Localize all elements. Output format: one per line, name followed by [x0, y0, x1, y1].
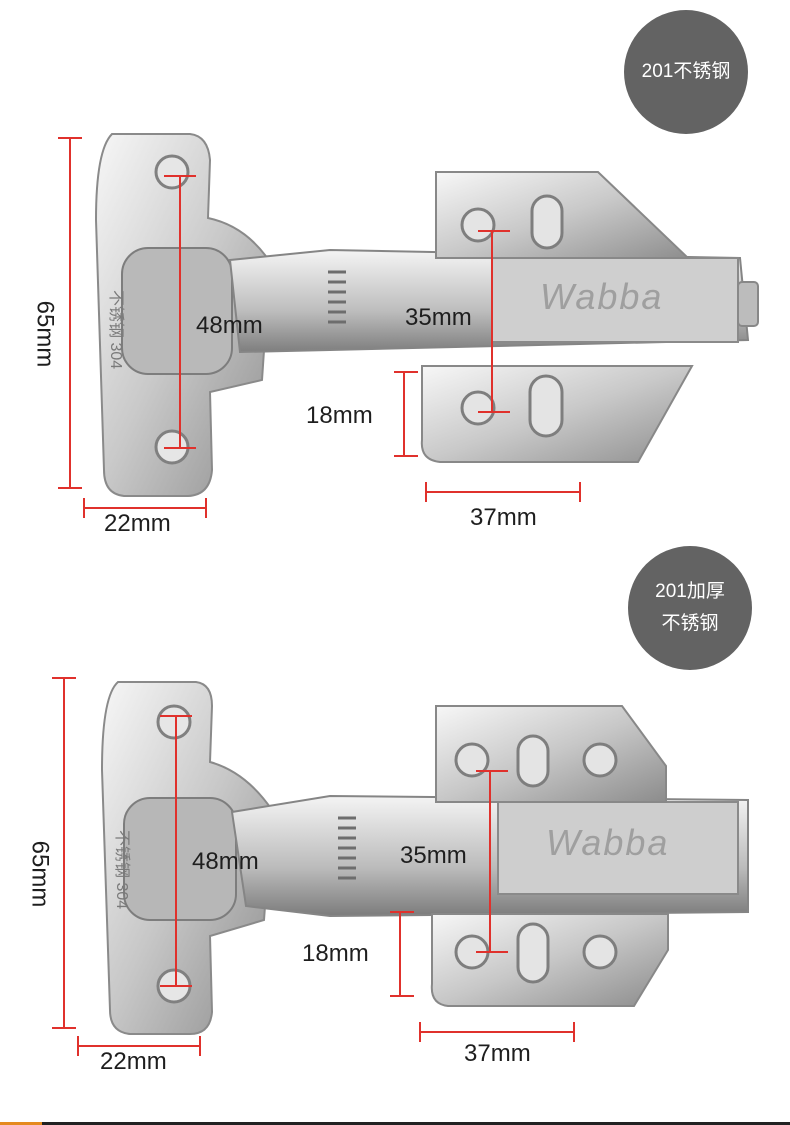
dim-cup-diameter: 48mm	[196, 312, 263, 339]
hinge-panel-201-thick: 201加厚 不锈钢 Wabba 不锈钢 304 65mm 22mm 48mm 3…	[0, 540, 790, 1125]
dim-cup-to-edge: 22mm	[100, 1048, 167, 1075]
material-badge: 201加厚 不锈钢	[628, 546, 752, 670]
dim-plate-span: 35mm	[405, 304, 472, 331]
cup-stamp: 不锈钢 304	[113, 830, 130, 910]
dim-cup-diameter: 48mm	[192, 848, 259, 875]
dim-plate-hole: 18mm	[302, 940, 369, 967]
dim-plate-width: 37mm	[470, 504, 537, 531]
dim-height: 65mm	[31, 300, 59, 368]
badge-line: 201不锈钢	[641, 61, 731, 82]
badge-line: 201加厚	[655, 581, 725, 602]
dim-plate-span: 35mm	[400, 842, 467, 869]
hinge-illustration	[58, 133, 759, 518]
cup-stamp: 不锈钢 304	[107, 290, 124, 370]
material-badge: 201不锈钢	[624, 10, 748, 134]
dim-plate-hole: 18mm	[306, 402, 373, 429]
brand-logo: Wabba	[540, 276, 664, 317]
brand-logo: Wabba	[546, 822, 670, 863]
dim-cup-to-edge: 22mm	[104, 510, 171, 537]
dim-plate-width: 37mm	[464, 1040, 531, 1067]
hinge-illustration	[52, 677, 749, 1056]
bottom-accent	[0, 1122, 42, 1125]
hinge-panel-201: 201不锈钢 Wabba 不锈钢 304 65mm 22mm 48mm 35mm…	[0, 0, 790, 560]
badge-line: 不锈钢	[661, 613, 719, 634]
dim-height: 65mm	[26, 840, 54, 908]
bottom-divider	[0, 1122, 790, 1125]
